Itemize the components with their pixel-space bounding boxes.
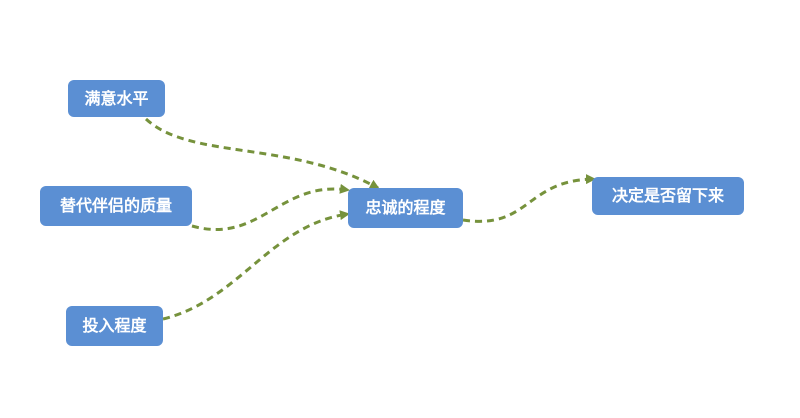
- node-stay-decision: 决定是否留下来: [592, 177, 744, 215]
- edge-loyalty-to-decision: [462, 174, 596, 223]
- node-alternative-partner-quality: 替代伴侣的质量: [40, 186, 192, 226]
- node-loyalty-level: 忠诚的程度: [348, 188, 463, 228]
- edge-satisfaction-to-loyalty: [144, 117, 380, 190]
- edge-investment-to-loyalty: [162, 210, 350, 321]
- node-investment-level: 投入程度: [66, 306, 163, 346]
- edge-alternative-to-loyalty: [191, 183, 350, 231]
- node-satisfaction-level: 满意水平: [68, 80, 165, 117]
